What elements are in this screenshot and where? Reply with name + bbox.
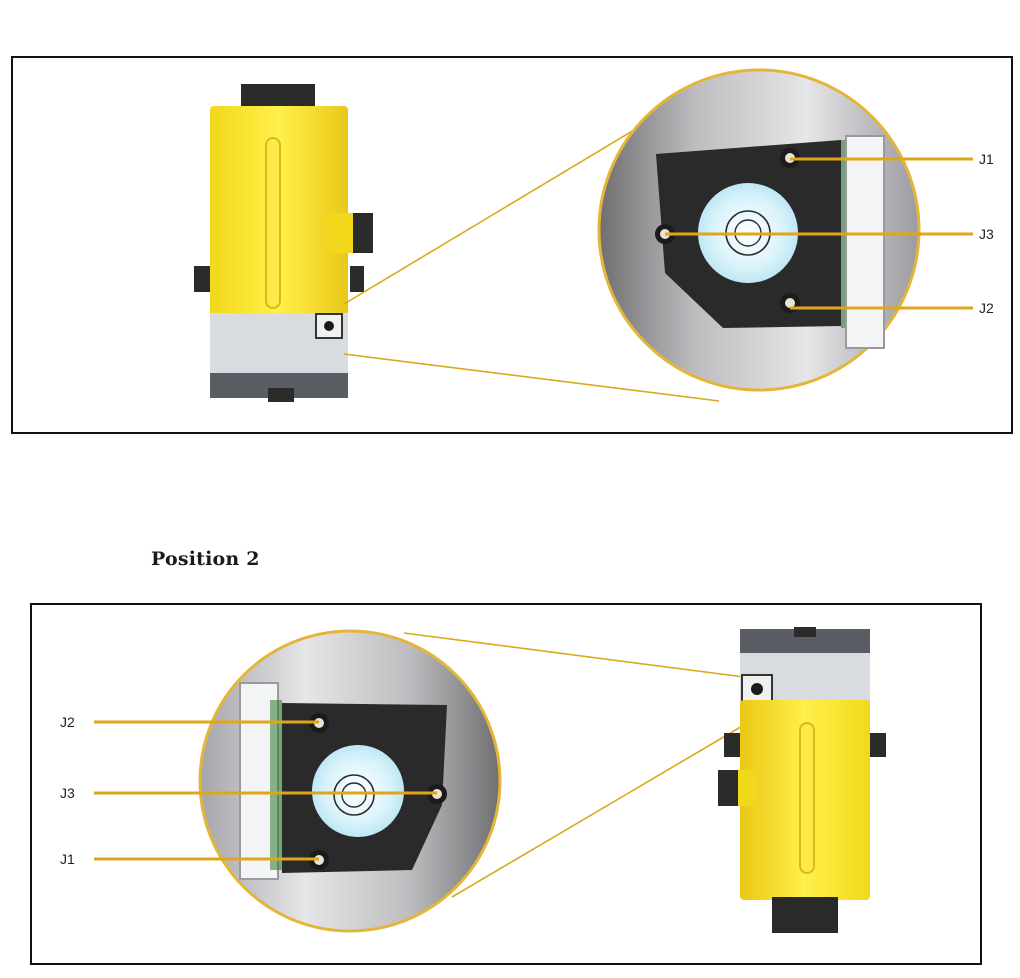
instrument-body-icon: [718, 627, 886, 933]
base-knob: [268, 388, 294, 402]
screw-icon: [780, 293, 800, 313]
focus-knob-dark: [353, 213, 373, 253]
base-knob: [794, 627, 816, 637]
diagram-panel-position-2: J2 J3 J1: [30, 603, 982, 965]
caption-position-2: Position 2: [151, 548, 260, 570]
circular-bubble-level-icon: [312, 745, 404, 837]
label-j2: J2: [60, 714, 75, 730]
bubble-window-dot: [751, 683, 763, 695]
instrument-body-icon: [194, 84, 373, 402]
callout-leader-bottom: [343, 353, 720, 402]
label-j2: J2: [979, 300, 994, 316]
callout-leader-top: [403, 632, 745, 678]
bubble-window-dot: [324, 321, 334, 331]
housing-ridge: [265, 137, 281, 309]
label-j3: J3: [60, 785, 75, 801]
side-knob-left: [724, 733, 740, 757]
label-j3: J3: [979, 226, 994, 242]
side-knob-left: [194, 266, 210, 292]
magnified-callout: [198, 629, 502, 933]
panel-2-drawing: J2 J3 J1: [60, 627, 886, 933]
callout-leader-top: [343, 126, 640, 305]
panel-1-drawing: J1 J3 J2: [194, 68, 994, 402]
side-knob-right: [870, 733, 886, 757]
eyepiece: [772, 897, 838, 933]
label-j1: J1: [60, 851, 75, 867]
label-j1: J1: [979, 151, 994, 167]
side-knob-right: [350, 266, 364, 292]
callout-leader-bottom: [451, 724, 745, 898]
diagram-panel-position-1: J1 J3 J2: [11, 56, 1013, 434]
focus-knob-yellow: [738, 770, 756, 806]
magnified-callout: [597, 68, 921, 392]
side-rail: [845, 135, 885, 349]
housing-ridge: [799, 722, 815, 874]
